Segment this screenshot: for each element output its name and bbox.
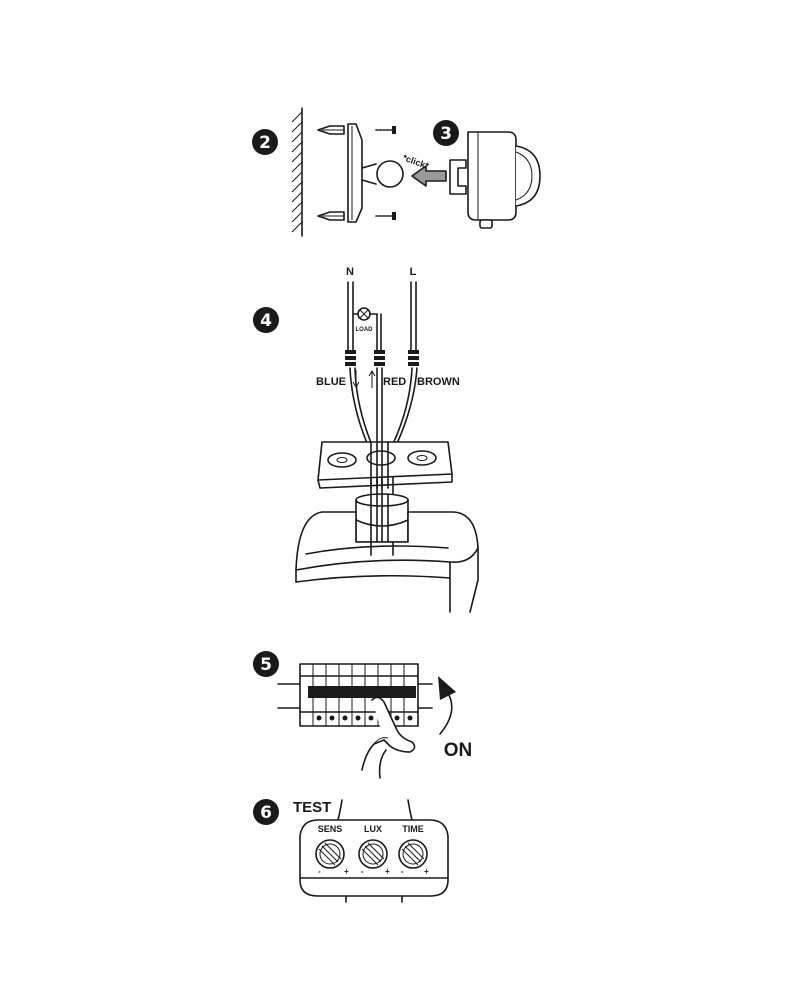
step-5-badge: 5	[253, 651, 279, 677]
sensor-housing-icon	[295, 511, 479, 613]
wall-plug-bottom-icon	[317, 211, 345, 221]
load-lamp-icon	[352, 307, 382, 351]
screw-bottom-icon	[375, 212, 396, 220]
step-4-badge: 4	[253, 307, 279, 333]
arrow-up-icon	[368, 370, 376, 388]
knob-lux[interactable]	[358, 839, 388, 869]
neutral-wire	[347, 281, 354, 351]
screw-top-icon	[375, 126, 396, 134]
test-label: TEST	[293, 799, 331, 816]
knob-time[interactable]	[398, 839, 428, 869]
knob-time-max: +	[424, 867, 429, 876]
step-2-wall-mount: 2	[252, 107, 404, 237]
step-5-breaker-on: 5	[253, 651, 473, 779]
wire-blue-label: BLUE	[316, 376, 346, 388]
wall-icon	[291, 107, 303, 237]
knob-time-min: -	[401, 867, 404, 876]
terminal-l-label: L	[410, 266, 417, 278]
step-2-badge: 2	[252, 129, 278, 155]
step-4-wiring: 4 N L LOAD	[253, 266, 479, 613]
step-5-number: 5	[260, 655, 272, 675]
terminal-n-label: N	[346, 266, 354, 278]
knob-sens-max: +	[344, 867, 349, 876]
wire-connector-red-icon	[374, 350, 385, 366]
knob-lux-min: -	[361, 867, 364, 876]
arrow-left-icon	[411, 165, 447, 187]
step-6-adjust: 6 TEST SENS LUX TIME	[253, 799, 449, 903]
wire-connector-blue-icon	[345, 350, 356, 366]
motion-sensor-side-icon	[449, 131, 541, 229]
live-wire	[410, 281, 417, 351]
step-3-attach-sensor: *click* 3	[401, 120, 541, 229]
knob-lux-max: +	[385, 867, 390, 876]
circuit-breaker-panel-icon	[299, 663, 419, 727]
knob-sens-min: -	[318, 867, 321, 876]
step-3-number: 3	[440, 124, 452, 144]
mounting-bracket-icon	[347, 123, 404, 223]
step-2-number: 2	[259, 133, 271, 153]
step-6-badge: 6	[253, 799, 279, 825]
knob-time-label: TIME	[402, 824, 424, 834]
knob-lux-label: LUX	[364, 824, 382, 834]
step-6-number: 6	[260, 803, 272, 823]
wire-brown-label: BROWN	[417, 376, 460, 388]
mounting-plate-icon	[317, 441, 453, 489]
on-label: ON	[444, 740, 473, 761]
hand-icon	[361, 696, 416, 779]
knob-sens-label: SENS	[318, 824, 343, 834]
knob-sens[interactable]	[315, 839, 345, 869]
wire-connector-brown-icon	[408, 350, 419, 366]
step-3-badge: 3	[433, 120, 459, 146]
load-label: LOAD	[356, 327, 374, 333]
step-4-number: 4	[260, 311, 272, 331]
wire-red-label: RED	[383, 376, 406, 388]
curved-arrow-up-icon	[438, 676, 456, 735]
wall-plug-top-icon	[317, 125, 345, 135]
